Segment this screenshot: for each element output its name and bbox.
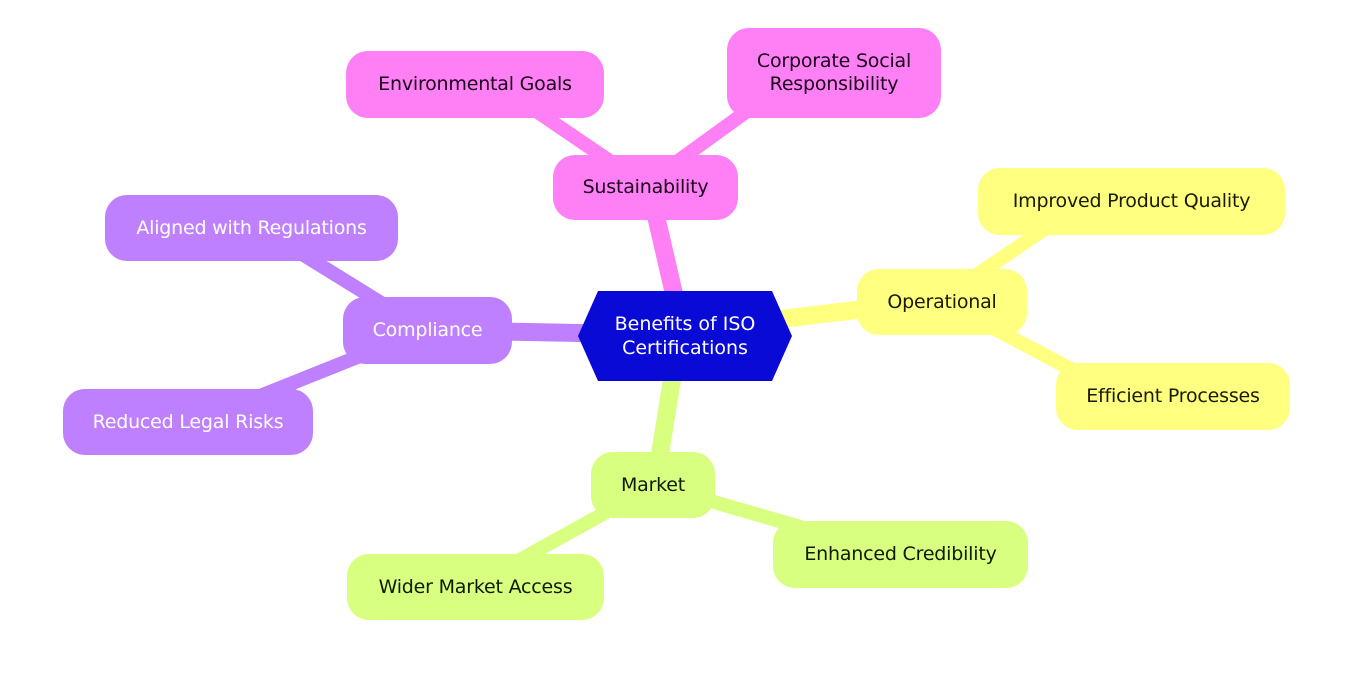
leaf-wider-market-access[interactable]: Wider Market Access xyxy=(347,554,604,620)
leaf-aligned-with-regulations[interactable]: Aligned with Regulations xyxy=(105,195,398,261)
leaf-efficient-processes[interactable]: Efficient Processes xyxy=(1056,363,1290,430)
leaf-reduced-legal-risks[interactable]: Reduced Legal Risks xyxy=(63,389,313,455)
branch-compliance[interactable]: Compliance xyxy=(343,297,512,364)
leaf-improved-product-quality[interactable]: Improved Product Quality xyxy=(978,168,1285,235)
branch-sustainability[interactable]: Sustainability xyxy=(553,155,738,220)
leaf-enhanced-credibility[interactable]: Enhanced Credibility xyxy=(773,521,1028,588)
leaf-environmental-goals[interactable]: Environmental Goals xyxy=(346,51,604,118)
branch-market[interactable]: Market xyxy=(591,452,715,518)
hexagon-shape xyxy=(578,291,792,381)
branch-operational[interactable]: Operational xyxy=(857,269,1027,335)
